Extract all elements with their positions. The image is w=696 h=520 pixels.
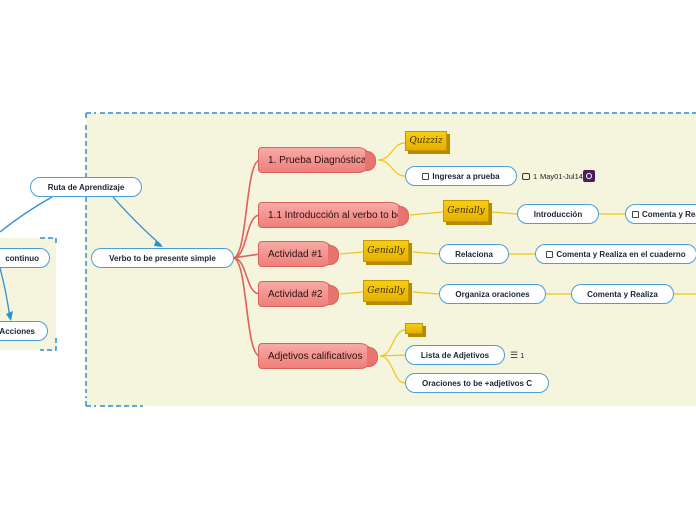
node-label: Ingresar a prueba xyxy=(432,171,500,181)
left-node-label: Acciones xyxy=(0,326,35,336)
connector-b2-tag xyxy=(409,211,444,216)
connector-b4-tag xyxy=(339,291,364,295)
node-oraciones-to-be-adjetivos[interactable]: Oraciones to be +adjetivos C xyxy=(405,373,549,393)
tag-genially-intro[interactable]: Genially xyxy=(443,200,489,222)
node-label: Lista de Adjetivos xyxy=(420,350,490,360)
node-label: Introducción xyxy=(533,209,583,219)
comment-count[interactable]: 1 xyxy=(522,172,537,181)
arrowhead-left xyxy=(6,311,13,321)
main-topic-node[interactable]: Verbo to be presente simple xyxy=(91,248,234,268)
quizizz-badge-icon[interactable] xyxy=(583,170,595,182)
node-label: Relaciona xyxy=(455,249,493,259)
comment-icon xyxy=(522,173,530,180)
comment-count-value: 1 xyxy=(533,172,538,181)
branch-adjetivos-calificativos[interactable]: Adjetivos calificativos xyxy=(258,343,378,369)
connector-b3-tag xyxy=(339,251,364,255)
list-icon: ☰ xyxy=(510,350,519,360)
connector-b1-child xyxy=(377,159,406,177)
tag-empty[interactable] xyxy=(405,323,423,334)
root-node[interactable]: Ruta de Aprendizaje xyxy=(30,177,142,197)
connector-b1-tag xyxy=(377,142,406,161)
connector-b4-child xyxy=(412,291,440,295)
connector-b3-child xyxy=(412,251,440,255)
tag-label: Genially xyxy=(447,206,485,216)
node-organiza-oraciones[interactable]: Organiza oraciones xyxy=(439,284,546,304)
checkbox-icon[interactable] xyxy=(632,210,639,218)
branch-label: Actividad #2 xyxy=(268,288,323,300)
checkbox-icon[interactable] xyxy=(422,172,430,180)
date-range: May01-Jul14 xyxy=(540,172,583,181)
connector-b5-tag xyxy=(379,329,406,357)
connector-root-main xyxy=(112,196,162,246)
branch-label: 1. Prueba Diagnóstica xyxy=(268,154,367,166)
branch-label: Adjetivos calificativos xyxy=(268,350,363,362)
connector-b5-child-2 xyxy=(379,355,406,384)
node-ingresar-a-prueba[interactable]: Ingresar a prueba xyxy=(405,166,517,186)
main-topic-label: Verbo to be presente simple xyxy=(109,253,216,263)
root-node-label: Ruta de Aprendizaje xyxy=(47,182,125,192)
branch-actividad-2[interactable]: Actividad #2 xyxy=(258,281,339,307)
node-label: Comenta y Realiza xyxy=(587,289,658,299)
node-comenta-realiza-act1[interactable]: Comenta y Realiza en el cuaderno xyxy=(535,244,696,264)
tag-genially-act2[interactable]: Genially xyxy=(363,280,409,302)
branch-label: 1.1 Introducción al verbo to be xyxy=(268,209,403,221)
date-range-value: May01-Jul14 xyxy=(540,172,583,181)
node-label: Comenta y Realiza en el cuaderno xyxy=(642,209,696,219)
tag-label: Quizziz xyxy=(409,136,443,146)
node-label: Comenta y Realiza en el cuaderno xyxy=(556,249,686,259)
connector-main-branch-2 xyxy=(232,214,261,259)
connector-main-branch-4 xyxy=(232,257,261,295)
arrowhead-main xyxy=(154,240,163,247)
tag-genially-act1[interactable]: Genially xyxy=(363,240,409,262)
node-introduccion[interactable]: Introducción xyxy=(517,204,599,224)
connector-main-branch-1 xyxy=(232,159,261,259)
left-node-continuo[interactable]: continuo xyxy=(0,248,50,268)
boundary-main-border xyxy=(85,112,696,407)
tag-label: Genially xyxy=(367,246,405,256)
left-node-label: continuo xyxy=(5,253,39,263)
left-node-acciones[interactable]: Acciones xyxy=(0,321,48,341)
tag-label: Genially xyxy=(367,286,405,296)
node-comenta-realiza-act2[interactable]: Comenta y Realiza xyxy=(571,284,674,304)
node-label: Organiza oraciones xyxy=(455,289,530,299)
node-label: Oraciones to be +adjetivos C xyxy=(421,378,533,388)
branch-prueba-diagnostica[interactable]: 1. Prueba Diagnóstica xyxy=(258,147,376,173)
branch-introduccion-verbo[interactable]: 1.1 Introducción al verbo to be xyxy=(258,202,409,228)
connector-main-branch-5 xyxy=(232,257,261,357)
connector-left-inner xyxy=(0,267,11,319)
branch-label: Actividad #1 xyxy=(268,248,323,260)
node-lista-de-adjetivos[interactable]: Lista de Adjetivos xyxy=(405,345,505,365)
list-count-value: 1 xyxy=(520,351,525,360)
branch-actividad-1[interactable]: Actividad #1 xyxy=(258,241,339,267)
connector-b2-child xyxy=(491,211,518,215)
checkbox-icon[interactable] xyxy=(546,250,554,258)
boundary-left-border xyxy=(40,237,57,351)
list-count[interactable]: ☰ 1 xyxy=(510,350,524,361)
connector-b5-child-1 xyxy=(379,354,406,357)
connector-root-left xyxy=(0,196,53,233)
node-comenta-realiza-intro[interactable]: Comenta y Realiza en el cuaderno xyxy=(625,204,696,224)
connector-main-branch-3 xyxy=(232,253,261,259)
node-relaciona[interactable]: Relaciona xyxy=(439,244,509,264)
tag-quizziz[interactable]: Quizziz xyxy=(405,131,447,151)
